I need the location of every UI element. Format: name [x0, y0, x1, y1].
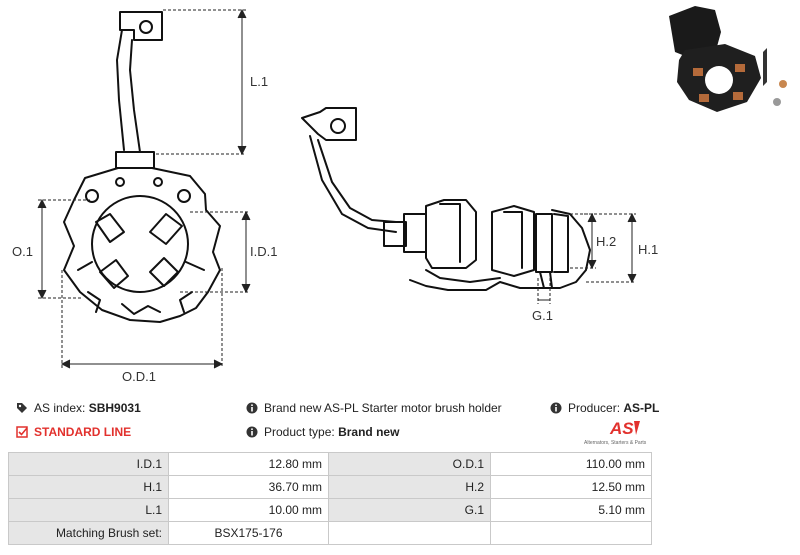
as-index-value: SBH9031 — [88, 401, 141, 415]
as-pl-logo: AS Alternators, Starters & Parts — [584, 419, 647, 446]
info-icon — [246, 402, 258, 414]
spec-value: 12.80 mm — [168, 452, 329, 476]
producer-line: Producer: AS-PL — [550, 400, 659, 416]
spec-value: 110.00 mm — [490, 452, 652, 476]
product-type-value: Brand new — [338, 425, 400, 439]
table-row: H.1 36.70 mm H.2 12.50 mm — [8, 475, 652, 499]
producer-label: Producer: — [568, 401, 621, 415]
spec-label: G.1 — [328, 498, 491, 522]
checkbox-icon — [16, 426, 28, 438]
spec-value: 12.50 mm — [490, 475, 652, 499]
technical-drawing: L.1 O.1 I.D.1 O.D.1 H.2 H.1 G.1 — [12, 8, 658, 384]
logo-mark: AS — [609, 419, 634, 438]
dim-label-o1: O.1 — [12, 244, 33, 259]
standard-line-label: STANDARD LINE — [34, 425, 132, 439]
dim-label-h1: H.1 — [638, 242, 658, 257]
dim-label-g1: G.1 — [532, 308, 553, 323]
spec-label: O.D.1 — [328, 452, 491, 476]
spec-value: 36.70 mm — [168, 475, 329, 499]
description-line: Brand new AS-PL Starter motor brush hold… — [246, 400, 502, 416]
brush-set-label: Matching Brush set: — [8, 521, 169, 545]
tag-icon — [17, 403, 27, 413]
as-index-line: AS index: SBH9031 — [16, 400, 141, 416]
side-view — [301, 107, 591, 291]
dim-label-od1: O.D.1 — [122, 369, 156, 384]
description-text: Brand new AS-PL Starter motor brush hold… — [264, 401, 502, 415]
dim-label-h2: H.2 — [596, 234, 616, 249]
spec-label: H.1 — [8, 475, 169, 499]
product-type-line: Product type: Brand new — [246, 424, 399, 440]
product-type-label: Product type: — [264, 425, 335, 439]
spec-label: L.1 — [8, 498, 169, 522]
table-row: Matching Brush set: BSX175-176 — [8, 521, 652, 545]
spec-label: I.D.1 — [8, 452, 169, 476]
brush-set-value: BSX175-176 — [168, 521, 329, 545]
table-row: I.D.1 12.80 mm O.D.1 110.00 mm — [8, 452, 652, 476]
product-photo — [655, 2, 798, 120]
producer-value: AS-PL — [623, 401, 660, 415]
spec-table: I.D.1 12.80 mm O.D.1 110.00 mm H.1 36.70… — [8, 452, 652, 545]
info-icon — [246, 426, 258, 438]
table-row: L.1 10.00 mm G.1 5.10 mm — [8, 498, 652, 522]
spec-value: 5.10 mm — [490, 498, 652, 522]
spec-label: H.2 — [328, 475, 491, 499]
empty-cell — [490, 521, 652, 545]
dim-label-l1: L.1 — [250, 74, 268, 89]
spec-value: 10.00 mm — [168, 498, 329, 522]
standard-line: STANDARD LINE — [16, 424, 131, 440]
dim-label-id1: I.D.1 — [250, 244, 277, 259]
as-index-label: AS index: — [34, 401, 86, 415]
logo-tagline: Alternators, Starters & Parts — [584, 440, 647, 446]
empty-cell — [328, 521, 491, 545]
info-icon — [550, 402, 562, 414]
front-view — [63, 11, 221, 323]
